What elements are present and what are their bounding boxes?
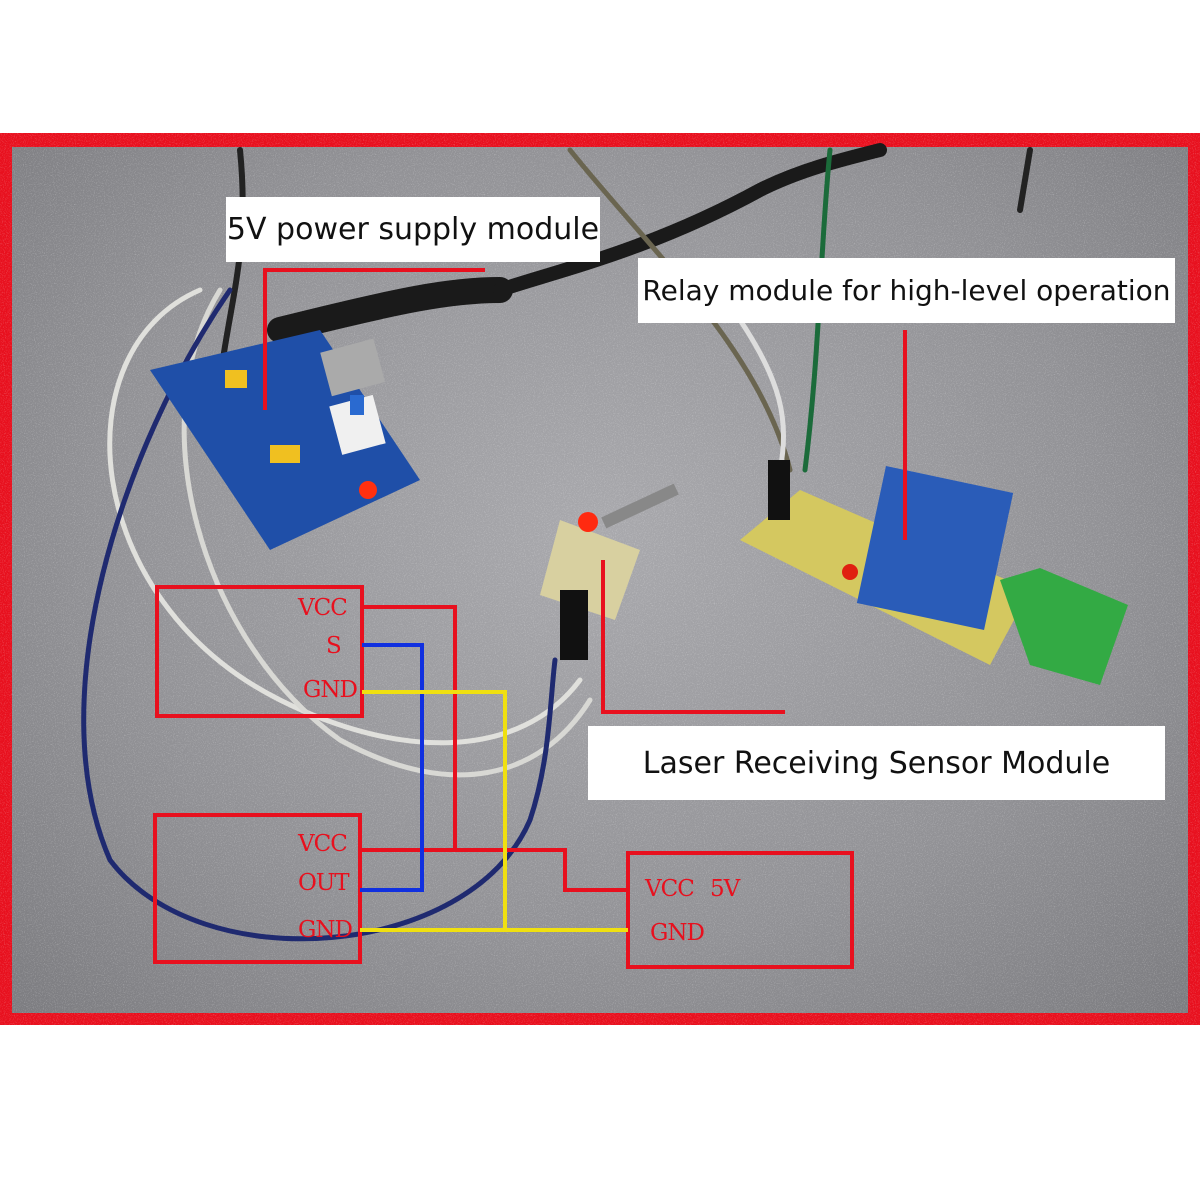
supply-vcc-pin: VCC bbox=[645, 876, 695, 902]
schematic-boxes bbox=[153, 585, 854, 969]
vcc-wire-relay bbox=[362, 605, 457, 850]
sensor-vcc-pin: VCC bbox=[298, 831, 348, 857]
relay-label: Relay module for high-level operation bbox=[638, 258, 1175, 323]
relay-board bbox=[740, 460, 1128, 685]
gnd-wire-relay bbox=[362, 690, 507, 930]
power-supply-label: 5V power supply module bbox=[226, 197, 600, 262]
signal-wire bbox=[360, 643, 424, 892]
relay-gnd-pin: GND bbox=[303, 677, 358, 703]
relay-s-pin: S bbox=[326, 633, 342, 659]
sensor-out-pin: OUT bbox=[298, 870, 350, 896]
supply-5v-pin: 5V bbox=[710, 876, 740, 902]
sensor-gnd-pin: GND bbox=[298, 917, 353, 943]
supply-gnd-pin: GND bbox=[650, 920, 705, 946]
power-supply-board bbox=[150, 330, 420, 550]
relay-pin-box bbox=[155, 585, 364, 718]
laser-sensor-label: Laser Receiving Sensor Module bbox=[588, 726, 1165, 800]
wiring bbox=[360, 605, 628, 932]
annotation-pointers bbox=[263, 268, 907, 714]
vcc-wire-supply bbox=[360, 848, 628, 892]
relay-vcc-pin: VCC bbox=[298, 595, 348, 621]
supply-pin-box bbox=[626, 851, 854, 969]
laser-sensor-board bbox=[540, 483, 679, 660]
